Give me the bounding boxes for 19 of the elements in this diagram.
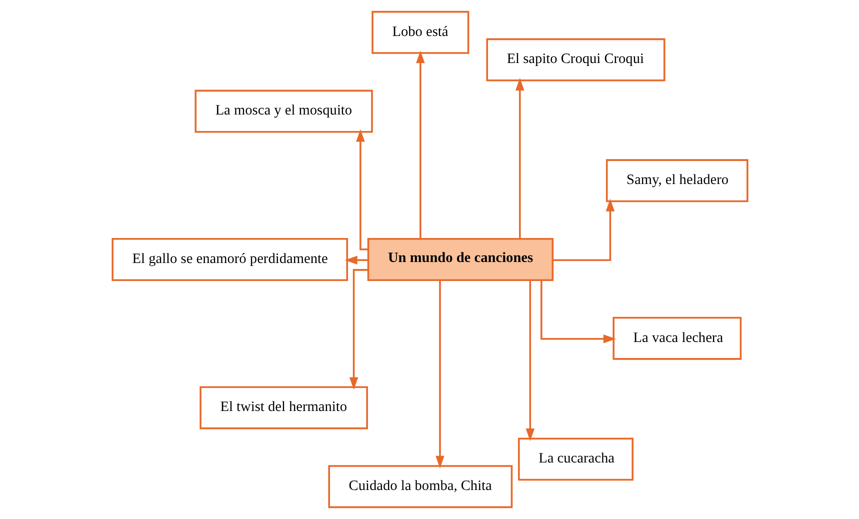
arrow	[416, 50, 424, 239]
node-box: Un mundo de canciones	[366, 238, 554, 281]
arrow	[515, 78, 524, 239]
arrow	[344, 256, 368, 264]
arrow	[525, 280, 534, 442]
arrow	[348, 269, 368, 390]
node-box: El gallo se enamoró perdidamente	[111, 238, 348, 281]
node-box: Cuidado la bomba, Chita	[328, 465, 512, 508]
arrow	[435, 280, 444, 468]
node-box: Lobo está	[371, 10, 469, 54]
node-box: El sapito Croqui Croqui	[486, 38, 665, 82]
node-box: La mosca y el mosquito	[194, 90, 372, 133]
node-box: La vaca lechera	[612, 316, 742, 360]
arrow	[356, 129, 368, 250]
node-box: La cucaracha	[518, 438, 633, 481]
arrow	[552, 198, 614, 261]
node-box: Samy, el heladero	[605, 159, 748, 202]
arrow	[540, 280, 616, 344]
node-box: El twist del hermanito	[199, 386, 368, 430]
